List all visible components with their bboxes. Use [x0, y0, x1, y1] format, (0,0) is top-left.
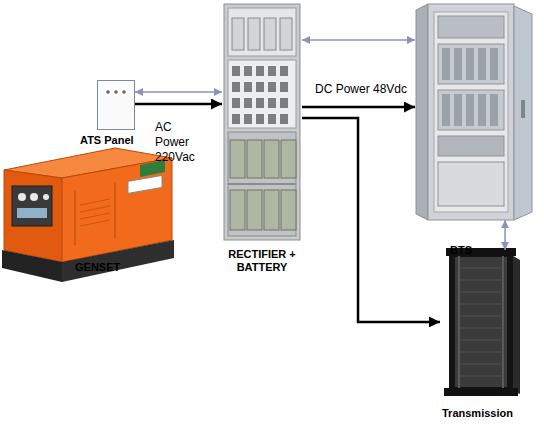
transmission-rack-illustration [444, 248, 520, 396]
power-arrow [302, 118, 440, 322]
equipment-box: Transmission [440, 250, 522, 398]
equipment-label: Transmission [442, 407, 513, 420]
signal-arrow [135, 91, 222, 93]
bts-cabinet-illustration [416, 4, 532, 220]
edge-label: AC Power 220Vac [155, 120, 207, 165]
equipment-label: ATS Panel [80, 134, 134, 147]
equipment-box: GENSET [2, 140, 175, 262]
equipment-label: GENSET [75, 261, 120, 274]
equipment-box: ATS Panel [97, 80, 135, 130]
rectifier-cabinet-illustration [224, 4, 300, 240]
power-arrow [135, 103, 222, 106]
signal-arrow [504, 220, 506, 250]
genset-illustration [2, 148, 174, 282]
ats-panel-illustration [98, 81, 135, 130]
signal-arrow [302, 39, 415, 41]
power-arrow [302, 106, 415, 109]
equipment-label: RECTIFIER + BATTERY [224, 248, 300, 274]
equipment-box: BTS [415, 4, 533, 220]
edge-label: DC Power 48Vdc [315, 82, 407, 97]
equipment-box: RECTIFIER + BATTERY [222, 4, 302, 242]
equipment-label: BTS [450, 244, 472, 257]
